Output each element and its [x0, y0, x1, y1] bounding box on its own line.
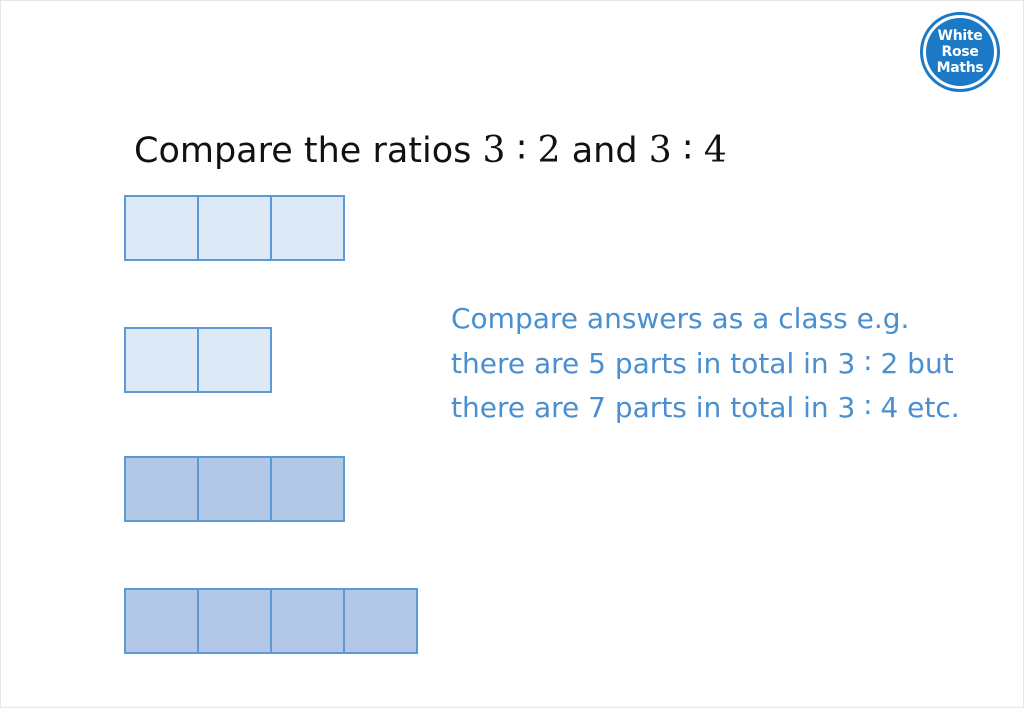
- bar-part-cell: [197, 588, 272, 654]
- title-middle: and: [560, 131, 649, 171]
- logo-text-line2: Rose: [941, 44, 979, 60]
- teacher-note: Compare answers as a class e.g. there ar…: [451, 297, 960, 431]
- bar-part-cell: [343, 588, 418, 654]
- bar-part-cell: [270, 195, 345, 261]
- bar-model-ratio2-first: [124, 456, 345, 522]
- bar-model-ratio2-second: [124, 588, 418, 654]
- title-ratio-2: 3 ∶ 4: [648, 130, 727, 171]
- bar-part-cell: [270, 588, 345, 654]
- bar-part-cell: [270, 456, 345, 522]
- bar-part-cell: [124, 195, 199, 261]
- logo-text-line3: Maths: [936, 60, 984, 76]
- bar-part-cell: [124, 588, 199, 654]
- bar-part-cell: [197, 195, 272, 261]
- title-ratio-1: 3 ∶ 2: [482, 130, 561, 171]
- logo-text-line1: White: [937, 28, 983, 44]
- note-line-1: Compare answers as a class e.g.: [451, 302, 910, 335]
- bar-model-ratio1-second: [124, 327, 272, 393]
- white-rose-maths-logo: White Rose Maths: [920, 12, 1000, 92]
- title-prefix: Compare the ratios: [134, 131, 483, 171]
- bar-model-ratio1-first: [124, 195, 345, 261]
- bar-part-cell: [197, 327, 272, 393]
- note-line-2: there are 5 parts in total in 3 ∶ 2 but: [451, 346, 954, 380]
- bar-part-cell: [197, 456, 272, 522]
- bar-part-cell: [124, 456, 199, 522]
- note-line-3: there are 7 parts in total in 3 ∶ 4 etc.: [451, 391, 960, 424]
- logo-badge: White Rose Maths: [926, 18, 994, 86]
- bar-part-cell: [124, 327, 199, 393]
- page-title: Compare the ratios 3 ∶ 2 and 3 ∶ 4: [134, 127, 727, 175]
